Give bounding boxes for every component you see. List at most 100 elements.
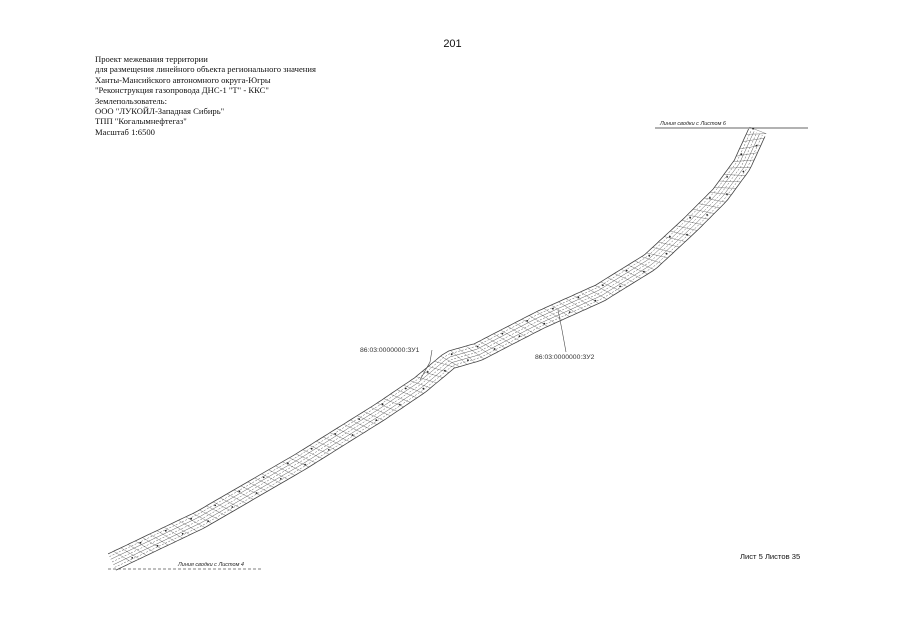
parcel-1-leader [419,349,433,381]
corridor-hatch-line [551,304,570,317]
corridor-hatch-line [275,465,295,476]
boundary-point-marker [619,285,621,288]
corridor-hatch-line [329,432,350,442]
corridor-hatch-line [670,230,692,237]
boundary-point-marker [669,235,671,238]
boundary-point-marker [131,557,134,559]
boundary-point-marker [351,434,354,436]
boundary-point-marker [543,322,546,325]
corridor-hatch-line [422,371,443,378]
corridor-hatch-line [220,497,240,508]
corridor-hatch-line [192,513,212,524]
boundary-point-marker [164,529,167,532]
boundary-point-marker [304,463,306,466]
corridor-hatch-line [309,445,330,455]
corridor-hatch-line [558,301,577,314]
corridor-boundary-line [113,133,760,565]
corridor-hatch-line [185,516,205,528]
boundary-point-marker [467,359,469,361]
corridor-hatch-line [350,419,371,430]
boundary-point-marker [327,449,330,451]
corridor-hatch-line [664,236,686,242]
corridor-hatch-line [573,295,592,307]
boundary-point-marker [156,544,159,547]
corridor-hatch-line [233,489,254,500]
boundary-point-marker [381,403,384,406]
corridor-boundary-line [114,135,763,568]
corridor-hatch-line [473,343,492,356]
corridor-hatch-line [728,167,751,169]
corridor-hatch-line [156,530,176,542]
corridor-hatch-line [113,551,133,563]
corridor-hatch-line [723,174,746,176]
corridor-hatch-line [254,477,275,488]
corridor-hatch-line [164,527,183,539]
corridor-hatch-line [383,398,404,407]
boundary-point-marker [231,506,234,508]
corridor-hatch-line [698,203,720,209]
boundary-point-marker [755,144,758,147]
corridor-hatch-line [199,509,219,520]
corridor-hatch-line [493,333,513,345]
corridor-hatch-line [415,376,437,383]
boundary-point-marker [501,332,504,335]
corridor-hatch-line [652,247,674,253]
corridor-hatch-line [675,225,698,231]
boundary-point-marker [398,403,401,406]
sheet-number-label: Лист 5 Листов 35 [740,552,801,561]
scale-label: Масштаб 1:6500 [95,126,155,137]
title-line-4: "Реконструкция газопровода ДНС-1 "Т" - К… [95,85,269,96]
corridor-hatch-line [149,533,169,546]
boundary-point-marker [310,447,313,450]
corridor-hatch-line [240,485,261,496]
boundary-point-marker [648,254,651,257]
corridor-hatch-line [634,260,655,270]
boundary-point-marker [334,433,337,435]
corridor-hatch-line [377,402,398,412]
boundary-point-marker [139,541,142,544]
boundary-point-marker [426,371,429,373]
boundary-point-marker [190,517,193,520]
corridor-hatch-line [450,350,468,365]
corridor-hatch-line [739,145,761,150]
title-line-3: Ханты-Мансийского автономного округа-Югр… [95,74,271,85]
boundary-point-marker [706,214,708,216]
corridor-hatch-line [658,241,680,248]
corridor-hatch-line [465,345,485,360]
corridor-hatch-line [736,152,758,157]
corridor-hatch-line [704,197,726,203]
corridor-hatch-line [458,348,475,363]
corridor-hatch-line [536,311,556,324]
boundary-point-marker [726,193,728,196]
corridor-hatch-line [247,481,268,492]
corridor-hatch-line [206,505,226,516]
land-user-company: ООО "ЛУКОЙЛ-Западная Сибирь" [95,106,225,117]
title-line-2: для размещения линейного объекта региона… [95,64,316,75]
corridor-hatch-line [282,461,302,472]
boundary-point-marker [686,233,688,236]
corridor-hatch-line [370,407,391,416]
parcel-2-leader [557,309,567,353]
boundary-point-marker [287,462,289,465]
boundary-point-marker [643,270,645,273]
corridor-hatch-line [486,337,506,349]
boundary-point-marker [262,476,265,479]
pipeline-corridor [107,126,767,571]
boundary-point-marker [444,369,446,372]
parcel-2-label: 86:03:0000000:ЗУ2 [535,354,595,361]
corridor-hatch-line [600,281,621,292]
boundary-point-marker [602,284,604,287]
parcel-1-label: 86:03:0000000:ЗУ1 [360,347,420,354]
corridor-hatch-line [746,133,767,135]
match-line-top-label: Линия сводки с Листом 6 [659,121,727,127]
corridor-hatch-line [719,180,741,183]
corridor-hatch-line [479,341,499,352]
boundary-point-marker [476,345,479,348]
corridor-hatch-line [120,547,140,560]
corridor-hatch-line [268,469,289,480]
corridor-hatch-line [714,187,737,189]
boundary-point-marker [358,418,361,420]
corridor-hatch-line [627,264,648,275]
corridor-hatch-line [529,315,548,327]
